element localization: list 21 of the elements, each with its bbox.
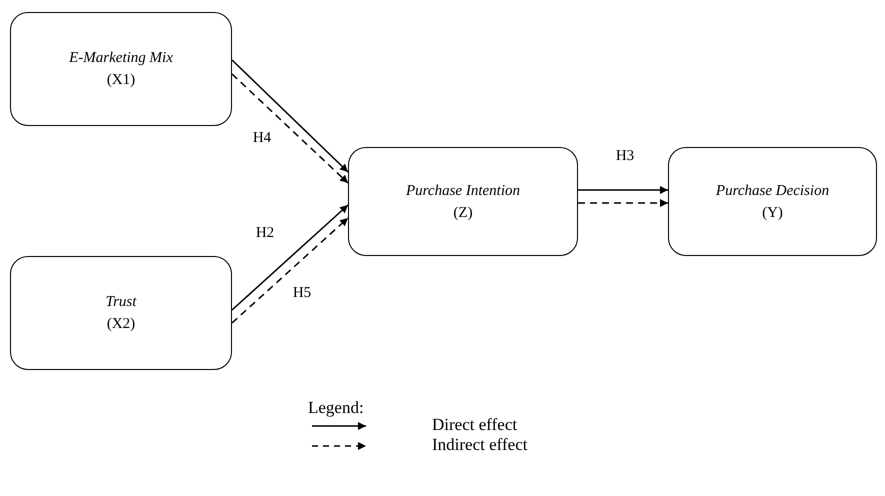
arrow: [231, 59, 349, 173]
legend-text: Direct effect: [432, 415, 518, 435]
variable-code: (Y): [762, 204, 783, 222]
variable-name: E-Marketing Mix: [69, 49, 173, 68]
rounded-box: [348, 147, 578, 256]
dashed-arrow: [231, 73, 349, 184]
dashed-arrow: [232, 217, 348, 324]
legend-heading: Legend:: [308, 398, 364, 418]
rounded-box: [10, 12, 232, 126]
variable-name: Purchase Intention: [406, 182, 520, 200]
variable-name: Trust: [106, 293, 136, 312]
variable-code: (X2): [106, 315, 136, 334]
legend-text: Indirect effect: [432, 435, 528, 455]
arrow: [578, 186, 668, 194]
arrow: [232, 204, 348, 311]
variable-code: (Z): [453, 204, 473, 222]
dashed-arrow: [578, 199, 668, 207]
variable-code: (X1): [106, 71, 136, 90]
rounded-box: [668, 147, 877, 256]
variable-name: Purchase Decision: [716, 182, 830, 200]
rounded-box: [10, 256, 232, 370]
